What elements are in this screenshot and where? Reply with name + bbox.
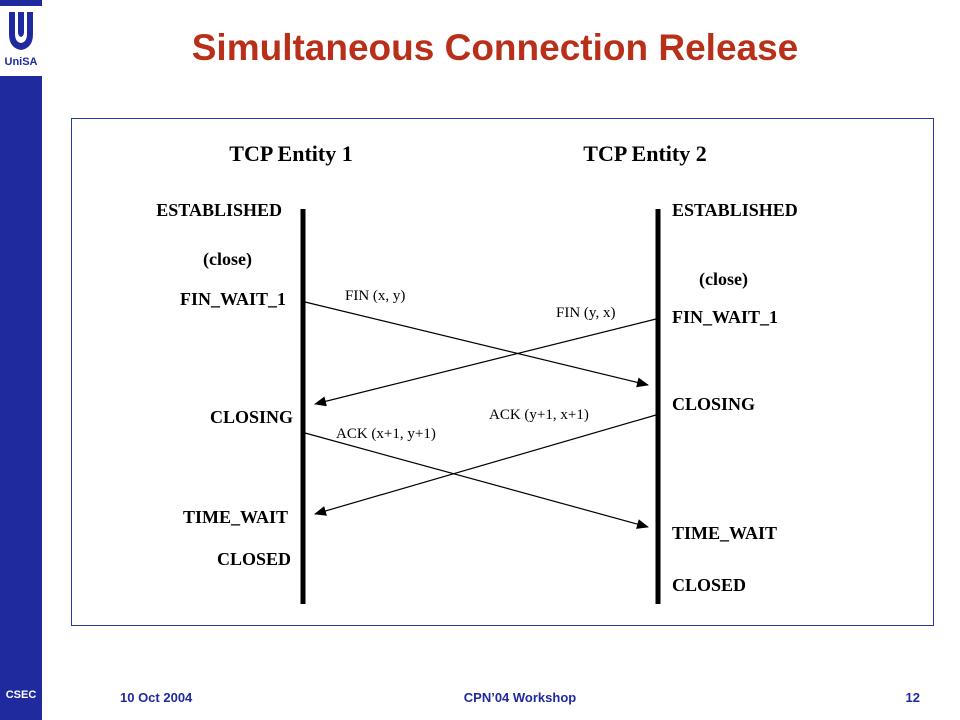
entity2-state-close: (close) — [699, 269, 748, 290]
page-title: Simultaneous Connection Release — [191, 27, 799, 68]
entity2-state-closing: CLOSING — [672, 394, 755, 414]
logo-text: UniSA — [4, 56, 38, 68]
csec-label: CSEC — [5, 689, 37, 701]
diagram-frame: TCP Entity 1 TCP Entity 2 ESTABLISHED (c… — [71, 118, 934, 626]
entity2-state-fin-wait-1: FIN_WAIT_1 — [672, 307, 778, 327]
entity2-state-time-wait: TIME_WAIT — [672, 523, 777, 543]
ack1-label: ACK (x+1, y+1) — [336, 426, 436, 442]
entity2-state-established: ESTABLISHED — [672, 200, 798, 220]
ack2-label: ACK (y+1, x+1) — [489, 407, 589, 423]
footer-page-number: 12 — [905, 690, 920, 705]
unisa-logo: UniSA — [0, 6, 42, 76]
entity1-state-closed: CLOSED — [217, 549, 291, 569]
ack1-arrow — [304, 432, 649, 529]
footer-date: 10 Oct 2004 — [120, 690, 193, 705]
entity2-header: TCP Entity 2 — [583, 141, 706, 166]
fin2-label: FIN (y, x) — [556, 305, 615, 321]
fin1-arrow — [304, 301, 649, 388]
sequence-diagram: TCP Entity 1 TCP Entity 2 ESTABLISHED (c… — [156, 141, 798, 604]
fin2-arrow — [314, 318, 657, 407]
entity1-state-established: ESTABLISHED — [156, 200, 282, 220]
entity2-state-closed: CLOSED — [672, 575, 746, 595]
entity1-state-closing: CLOSING — [210, 407, 293, 427]
footer-event: CPN’04 Workshop — [463, 690, 577, 705]
unisa-shield-icon — [9, 12, 33, 50]
entity1-state-close: (close) — [203, 249, 252, 270]
entity1-state-fin-wait-1: FIN_WAIT_1 — [180, 289, 286, 309]
sidebar: UniSA CSEC — [0, 0, 42, 720]
ack2-arrow — [314, 414, 657, 516]
entity1-header: TCP Entity 1 — [229, 141, 352, 166]
entity1-state-time-wait: TIME_WAIT — [183, 507, 288, 527]
fin1-label: FIN (x, y) — [345, 288, 405, 304]
